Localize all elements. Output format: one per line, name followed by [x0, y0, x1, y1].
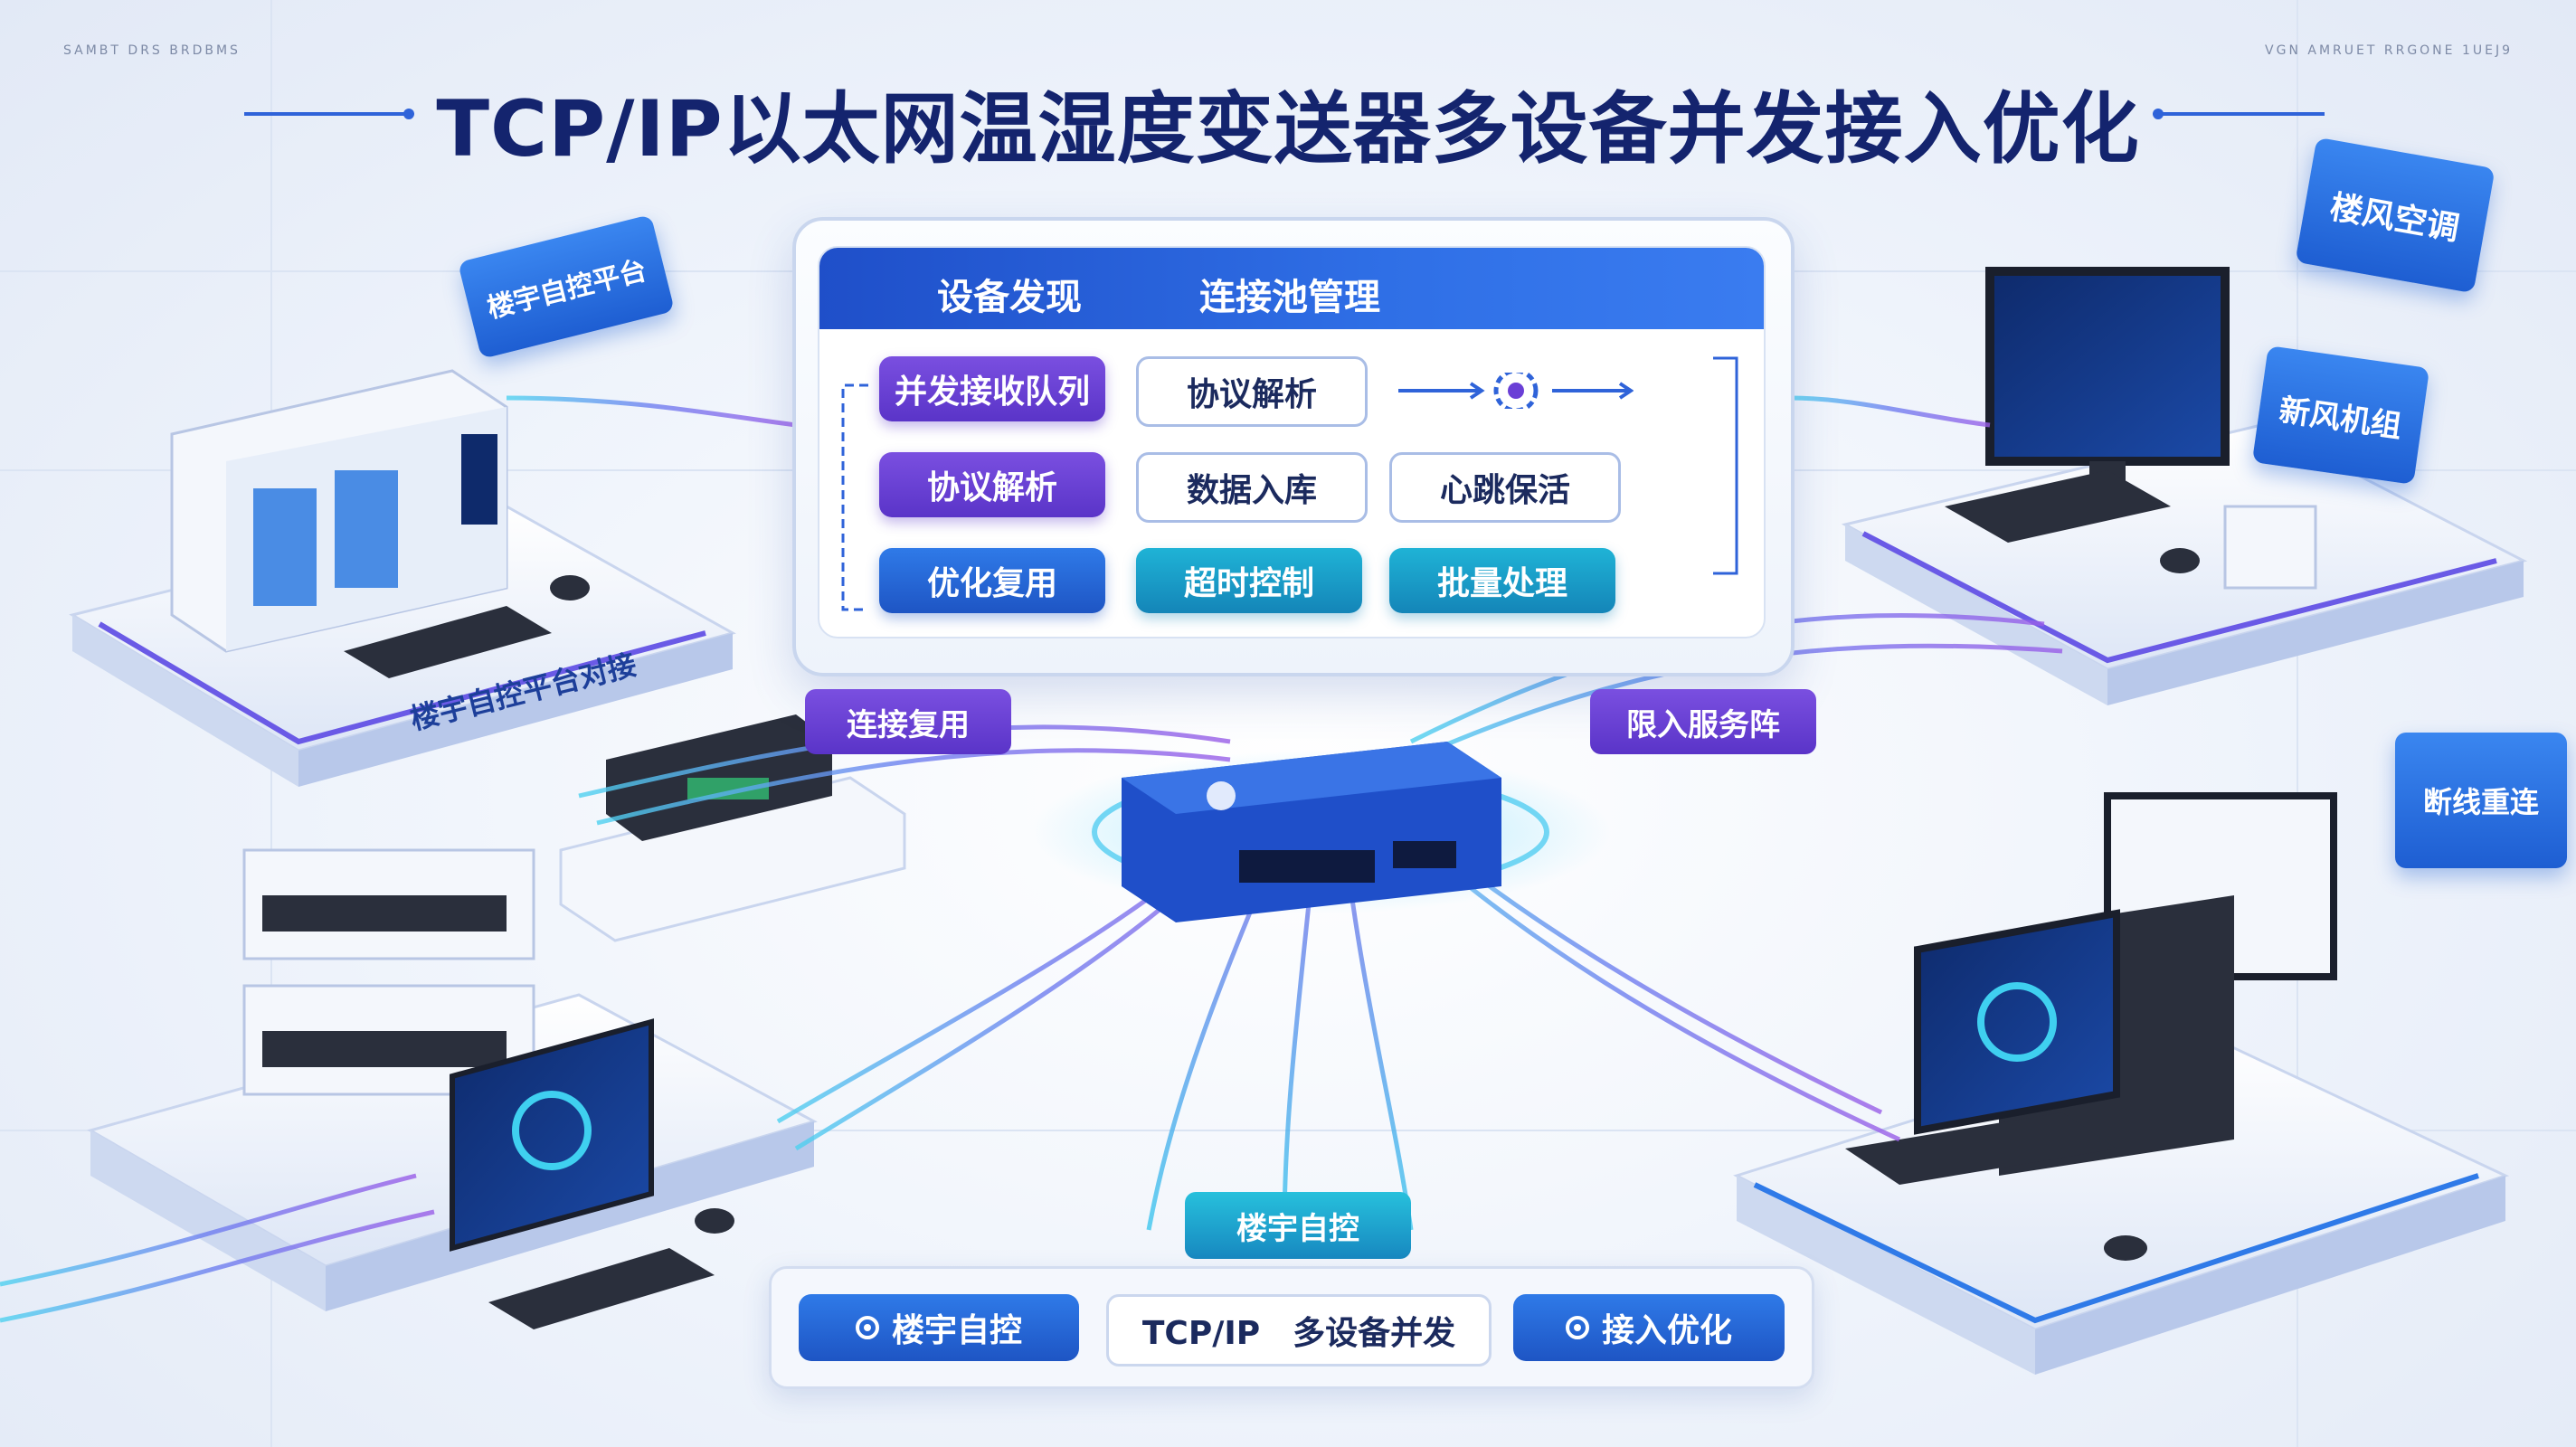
target-icon: [1565, 1316, 1589, 1339]
title-dot-right: [2153, 109, 2164, 119]
keyboard-icon: [344, 575, 590, 678]
target-icon: [855, 1316, 879, 1339]
bottom-item-label: TCP/IP 多设备并发: [1141, 1315, 1456, 1352]
tag-connection-reuse: 连接复用: [805, 689, 1011, 754]
tag-building-automation: 楼宇自控: [1185, 1192, 1411, 1259]
pill-protocol-parse-top[interactable]: 协议解析: [1136, 356, 1368, 427]
head-device-discovery: 设备发现: [937, 277, 1082, 318]
head-connection-pool: 连接池管理: [1199, 277, 1380, 318]
sign-reconnect: 断线重连: [2395, 733, 2567, 868]
page-title: TCP/IP以太网温湿度变送器多设备并发接入优化: [436, 84, 2140, 175]
workstation-icon: [1845, 792, 2337, 1261]
pill-batch-process[interactable]: 批量处理: [1389, 548, 1615, 613]
pill-data-storage[interactable]: 数据入库: [1136, 452, 1368, 523]
panel-inner: 设备发现 连接池管理 并发接收队列 协议解析 协议解析 数据入库 心跳保活 优化…: [818, 246, 1766, 638]
title-dot-left: [403, 109, 414, 119]
pill-optimize-reuse[interactable]: 优化复用: [879, 548, 1105, 613]
left-bracket: [841, 383, 868, 611]
bottom-bar: 楼宇自控 TCP/IP 多设备并发 接入优化: [769, 1266, 1814, 1389]
bottom-item-label: 楼宇自控: [891, 1312, 1022, 1349]
title-line-right: [2162, 112, 2325, 116]
flow-arrows: [1398, 373, 1634, 409]
pill-protocol-parse[interactable]: 协议解析: [879, 452, 1105, 517]
monitor-icon: [450, 1018, 734, 1329]
left-top-platform: [69, 505, 736, 787]
bottom-item-label: 接入优化: [1601, 1312, 1732, 1349]
tag-limit-service: 限入服务阵: [1590, 689, 1816, 754]
sign-fresh-air-unit: 新风机组: [2251, 345, 2430, 485]
right-bottom-platform: [1733, 1029, 2510, 1375]
concurrency-panel: 设备发现 连接池管理 并发接收队列 协议解析 协议解析 数据入库 心跳保活 优化…: [792, 217, 1795, 676]
gear-icon: [1493, 373, 1539, 409]
bottom-item-tcpip[interactable]: TCP/IP 多设备并发: [1106, 1294, 1492, 1367]
right-bracket: [1713, 356, 1738, 575]
pill-concurrent-queue[interactable]: 并发接收队列: [879, 356, 1105, 421]
right-top-platform: [1841, 423, 2528, 705]
title-line-left: [244, 112, 407, 116]
header-micro-left: SAMBT DRS BRDBMS: [63, 43, 241, 58]
bottom-item-building-auto[interactable]: 楼宇自控: [799, 1294, 1079, 1361]
desktop-monitor-icon: [1945, 267, 2317, 590]
bottom-item-access-optimize[interactable]: 接入优化: [1513, 1294, 1785, 1361]
server-cabinet-icon: [170, 369, 508, 653]
pill-heartbeat[interactable]: 心跳保活: [1389, 452, 1621, 523]
central-transmitter-device: [1031, 742, 1610, 922]
pill-timeout-control[interactable]: 超时控制: [1136, 548, 1362, 613]
rack-switch-icon: [242, 848, 535, 1096]
header-micro-right: VGN AMRUET RRGONE 1UEJ9: [2265, 43, 2513, 58]
panel-header: 设备发现 连接池管理: [819, 248, 1764, 329]
